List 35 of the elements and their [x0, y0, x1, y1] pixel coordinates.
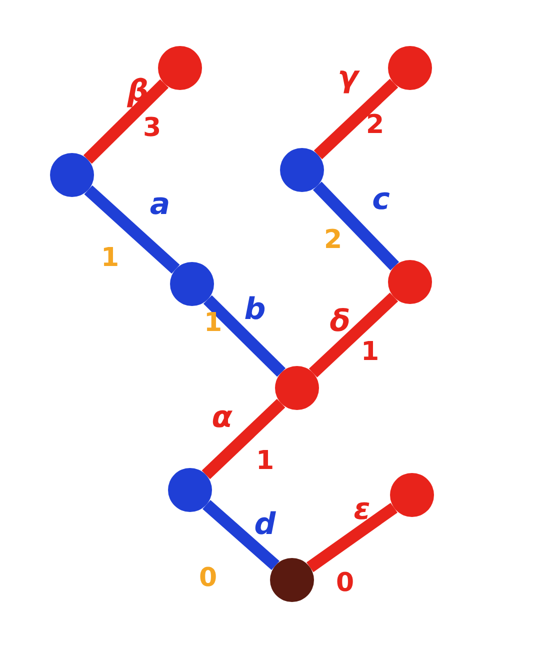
- branch-line: [312, 182, 400, 270]
- branch-line: [306, 502, 398, 572]
- weight-number: 1: [204, 310, 222, 336]
- vertex-dot: [270, 558, 314, 602]
- branch-line: [202, 398, 286, 480]
- weight-number: 3: [142, 115, 162, 141]
- branch-line: [84, 185, 180, 274]
- branch-line: [83, 79, 169, 164]
- edge-label: c: [372, 185, 390, 215]
- branch-line: [203, 295, 286, 377]
- weight-number: 2: [366, 112, 384, 138]
- weight-number: 1: [256, 448, 274, 474]
- edge-label: ε: [354, 495, 370, 525]
- vertex-dot: [390, 473, 434, 517]
- weight-number: 0: [336, 570, 354, 596]
- weight-number: 1: [100, 245, 120, 271]
- vertex-dot: [280, 148, 324, 192]
- edge-label: δ: [330, 307, 350, 337]
- weight-number: 1: [360, 339, 380, 365]
- edge-label: α: [212, 403, 232, 433]
- vertex-dot: [388, 260, 432, 304]
- branch-line: [308, 292, 398, 378]
- weight-number: 2: [324, 227, 342, 253]
- vertex-dot: [158, 46, 202, 90]
- vertex-dot: [388, 46, 432, 90]
- branch-line: [314, 78, 398, 160]
- edge-label: b: [244, 295, 266, 325]
- vertex-dot: [168, 468, 212, 512]
- vertex-dot: [50, 153, 94, 197]
- branch-line: [202, 500, 280, 570]
- weight-number: 0: [198, 565, 218, 591]
- vertex-dot: [170, 262, 214, 306]
- edge-label: d: [254, 510, 276, 540]
- edge-label: a: [150, 190, 170, 220]
- edge-label: γ: [338, 63, 358, 93]
